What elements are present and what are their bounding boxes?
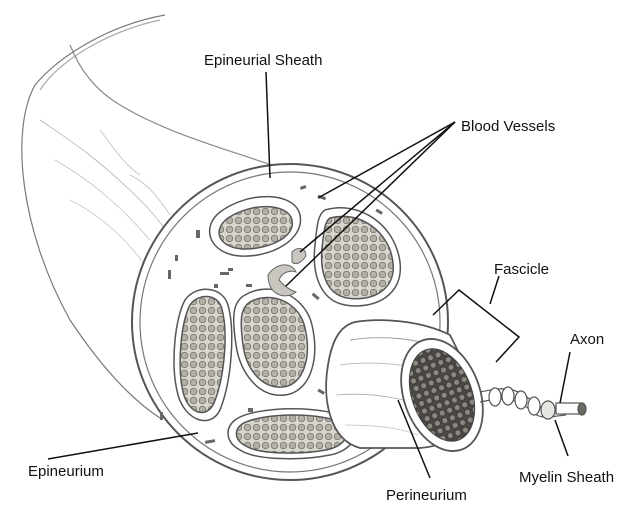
label-axon: Axon	[570, 331, 604, 348]
fascicle-left	[174, 289, 232, 420]
axon-with-myelin	[480, 387, 586, 419]
label-blood-vessels: Blood Vessels	[461, 118, 555, 135]
label-epineurial-sheath: Epineurial Sheath	[204, 52, 322, 69]
label-fascicle: Fascicle	[494, 261, 549, 278]
label-perineurium: Perineurium	[386, 487, 467, 504]
label-epineurium: Epineurium	[28, 463, 104, 480]
label-myelin-sheath: Myelin Sheath	[519, 469, 614, 486]
protruding-fascicle	[326, 320, 497, 462]
